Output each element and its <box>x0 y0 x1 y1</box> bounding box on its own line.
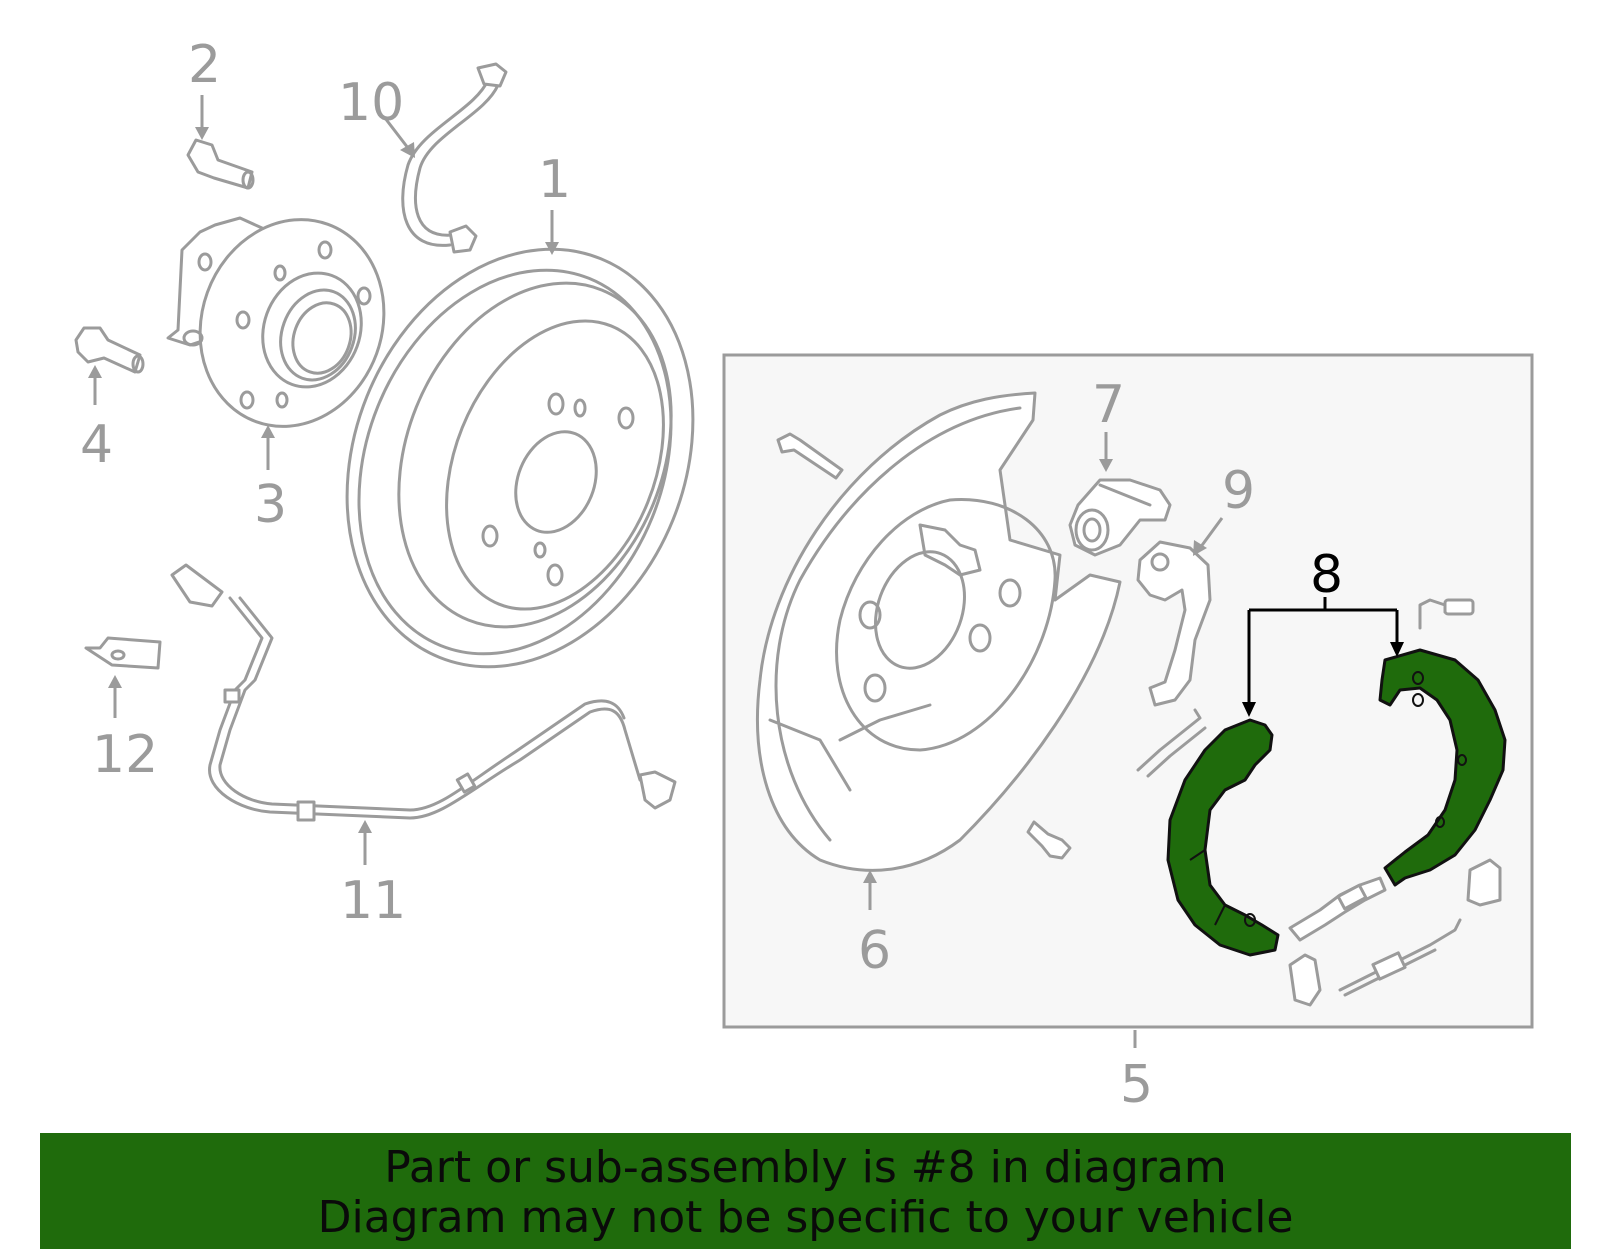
callout-6: 6 <box>858 921 891 981</box>
banner-line-1: Part or sub-assembly is #8 in diagram <box>384 1142 1227 1193</box>
info-banner: Part or sub-assembly is #8 in diagram Di… <box>40 1133 1571 1249</box>
callout-5: 5 <box>1120 1055 1153 1115</box>
part-3-hub-bearing[interactable] <box>166 194 412 453</box>
part-11-abs-sensor-wire[interactable] <box>170 563 677 822</box>
part-2-wheel-stud[interactable] <box>186 138 255 190</box>
part-12-bracket[interactable] <box>84 636 162 670</box>
part-pin[interactable] <box>776 432 844 480</box>
callout-2: 2 <box>188 35 221 95</box>
banner-line-2: Diagram may not be specific to your vehi… <box>317 1192 1294 1243</box>
callout-11: 11 <box>340 871 406 931</box>
part-8-brake-shoe-right[interactable] <box>1378 648 1507 887</box>
callout-7: 7 <box>1092 375 1125 435</box>
part-hardware-adjuster[interactable] <box>1288 876 1387 942</box>
part-6-backing-plate[interactable] <box>756 391 1122 872</box>
part-hardware-spring[interactable] <box>1338 918 1462 997</box>
leader-lines <box>88 95 1224 1048</box>
part-spring-clip[interactable] <box>1136 708 1207 778</box>
callout-9: 9 <box>1222 461 1255 521</box>
part-hardware-clip-a[interactable] <box>1288 953 1322 1007</box>
part-1-brake-drum[interactable] <box>286 197 753 719</box>
callout-8: 8 <box>1310 545 1343 605</box>
callout-10: 10 <box>338 73 404 133</box>
part-small-bolt[interactable] <box>1026 820 1072 860</box>
part-8-brake-shoe-left[interactable] <box>1166 718 1280 957</box>
callout-12: 12 <box>92 725 158 785</box>
part-7-wheel-cylinder[interactable] <box>1068 478 1172 557</box>
part-hardware-pin-clip[interactable] <box>1418 598 1475 630</box>
part-9-parking-lever[interactable] <box>1136 540 1212 707</box>
brake-assembly-diagram: 1 2 3 4 5 6 7 8 9 10 11 12 <box>74 35 1534 1115</box>
part-10-brake-hose[interactable] <box>401 62 508 254</box>
callout-3: 3 <box>254 475 287 535</box>
leader-8-bracket <box>1242 597 1404 717</box>
callout-4: 4 <box>80 415 113 475</box>
callout-1: 1 <box>538 150 571 210</box>
part-4-bolt[interactable] <box>74 326 145 374</box>
part-hardware-clip-b[interactable] <box>1466 858 1502 907</box>
